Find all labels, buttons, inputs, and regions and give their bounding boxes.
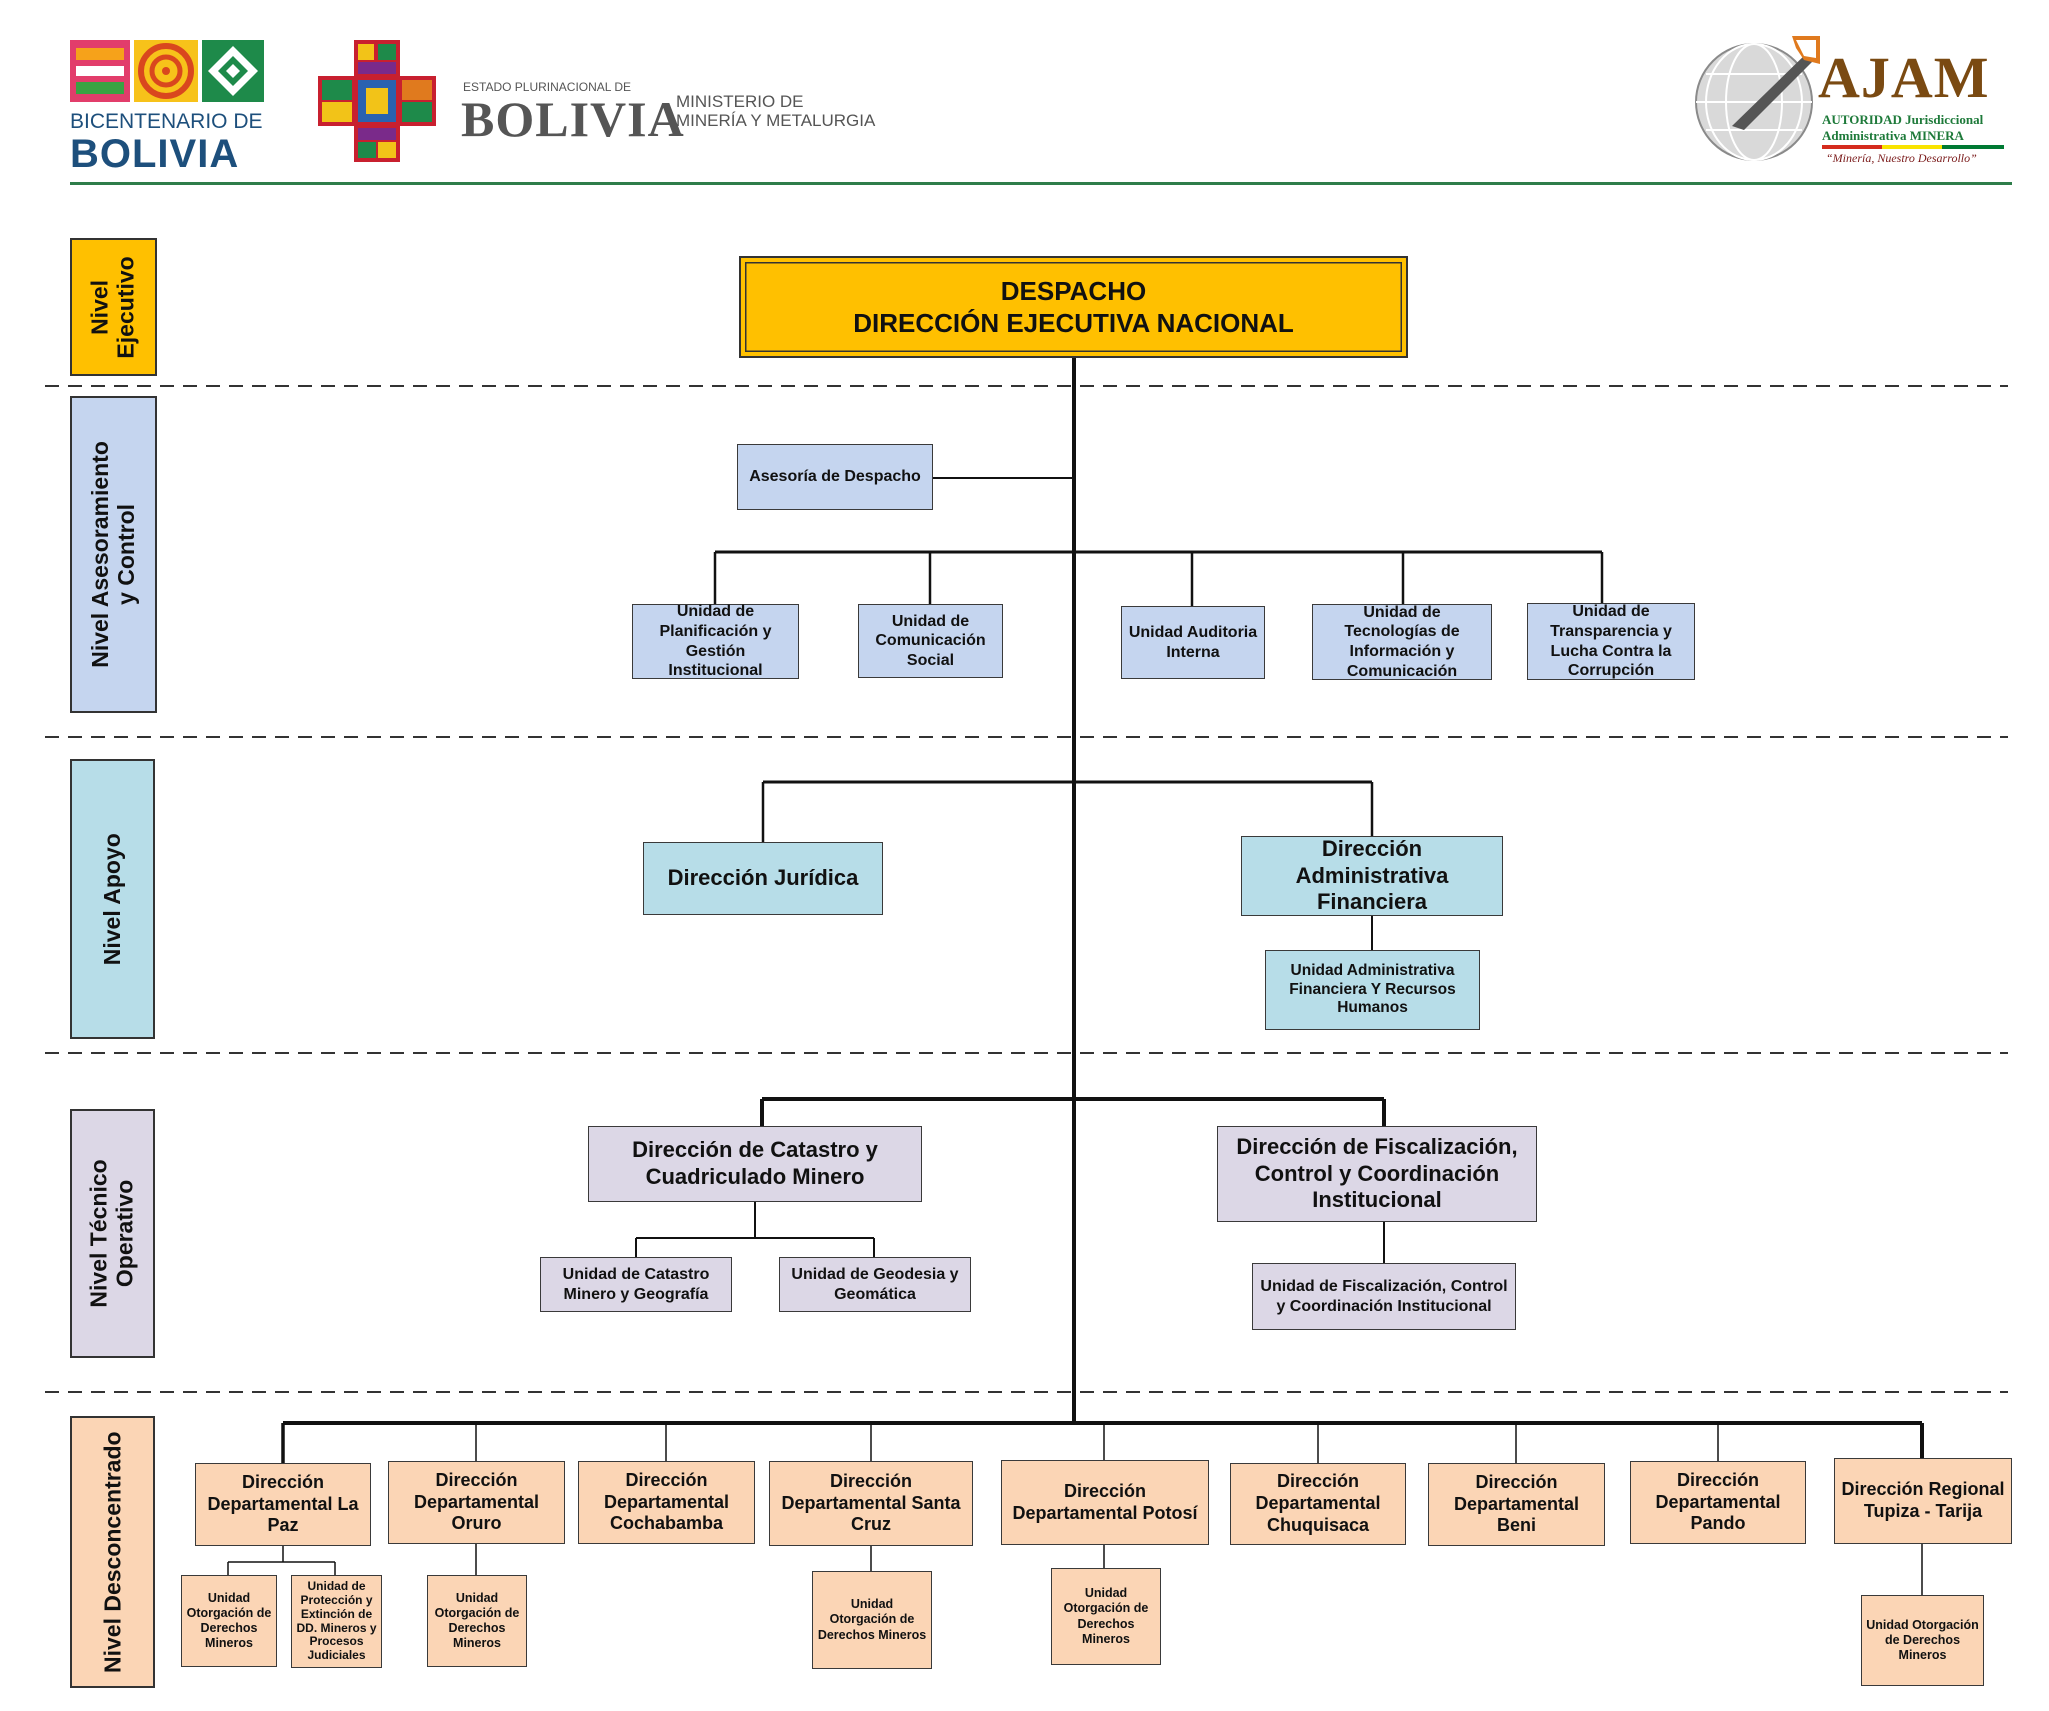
level-label-tecnico: Nivel Técnico Operativo	[70, 1109, 155, 1358]
direccion-beni-box: Dirección Departamental Beni	[1428, 1463, 1605, 1546]
direccion-potosi-box: Dirección Departamental Potosí	[1001, 1460, 1209, 1545]
direccion-lapaz-box: Dirección Departamental La Paz	[195, 1463, 371, 1546]
unidad-comunicacion-box: Unidad de Comunicación Social	[858, 604, 1003, 678]
unidad-planificacion-box: Unidad de Planificación y Gestión Instit…	[632, 603, 799, 679]
ajam-sub1: AUTORIDAD Jurisdiccional	[1822, 112, 1984, 127]
ajam-logo: AJAM AUTORIDAD Jurisdiccional Administra…	[1692, 30, 2012, 170]
direccion-tupiza-box: Dirección Regional Tupiza - Tarija	[1834, 1458, 2012, 1544]
unidad-geodesia-box: Unidad de Geodesia y Geomática	[779, 1257, 971, 1312]
direccion-pando-box: Dirección Departamental Pando	[1630, 1461, 1806, 1544]
direccion-administrativa-box: Dirección Administrativa Financiera	[1241, 836, 1503, 916]
unidad-lapaz-proteccion-box: Unidad de Protección y Extinción de DD. …	[291, 1575, 382, 1668]
unidad-tupiza-otorgacion-box: Unidad Otorgación de Derechos Mineros	[1861, 1595, 1984, 1686]
estado-plurinacional-logo: ESTADO PLURINACIONAL DE BOLIVIA	[318, 40, 684, 165]
chakana-emblem-icon	[318, 40, 436, 162]
direccion-fiscalizacion-box: Dirección de Fiscalización, Control y Co…	[1217, 1126, 1537, 1222]
direccion-chuquisaca-box: Dirección Departamental Chuquisaca	[1230, 1463, 1406, 1545]
level-label-apoyo: Nivel Apoyo	[70, 759, 155, 1039]
ministerio-line1: MINISTERIO DE	[676, 92, 804, 111]
unidad-potosi-otorgacion-box: Unidad Otorgación de Derechos Mineros	[1051, 1568, 1161, 1665]
unidad-administrativa-box: Unidad Administrativa Financiera Y Recur…	[1265, 950, 1480, 1030]
unidad-tecnologias-box: Unidad de Tecnologías de Información y C…	[1312, 604, 1492, 680]
ajam-flag-stripe	[1822, 145, 2004, 149]
estado-small-text: ESTADO PLURINACIONAL DE	[463, 80, 632, 94]
bicentenario-emblem-icon	[70, 40, 264, 102]
ajam-title: AJAM	[1818, 45, 1990, 110]
estado-big-text: BOLIVIA	[461, 91, 685, 147]
asesoria-despacho-box: Asesoría de Despacho	[737, 444, 933, 510]
level-separators	[45, 385, 2008, 1393]
ajam-slogan: “Minería, Nuestro Desarrollo”	[1826, 151, 1977, 165]
despacho-line2: DIRECCIÓN EJECUTIVA NACIONAL	[853, 308, 1294, 338]
unidad-oruro-otorgacion-box: Unidad Otorgación de Derechos Mineros	[427, 1575, 527, 1667]
unidad-santacruz-otorgacion-box: Unidad Otorgación de Derechos Mineros	[812, 1571, 932, 1669]
ajam-sub2: Administrativa MINERA	[1822, 128, 1964, 143]
level-label-asesoramiento: Nivel Asesoramiento y Control	[70, 396, 157, 713]
level-label-ejecutivo: Nivel Ejecutivo	[70, 238, 157, 376]
connector-lines	[227, 353, 1924, 1595]
direccion-oruro-box: Dirección Departamental Oruro	[388, 1461, 565, 1544]
despacho-box: DESPACHO DIRECCIÓN EJECUTIVA NACIONAL	[739, 256, 1408, 358]
bicentenario-logo: BICENTENARIO DE BOLIVIA	[70, 40, 270, 176]
header-rule	[70, 182, 2012, 185]
level-label-desconcentrado: Nivel Desconcentrado	[70, 1416, 155, 1688]
globe-emblem-icon	[1695, 36, 1820, 161]
direccion-juridica-box: Dirección Jurídica	[643, 842, 883, 915]
bicentenario-line1: BICENTENARIO DE	[70, 110, 263, 133]
ministerio-line2: MINERÍA Y METALURGIA	[676, 111, 876, 130]
unidad-transparencia-box: Unidad de Transparencia y Lucha Contra l…	[1527, 603, 1695, 680]
unidad-fiscalizacion-box: Unidad de Fiscalización, Control y Coord…	[1252, 1263, 1516, 1330]
direccion-cochabamba-box: Dirección Departamental Cochabamba	[578, 1461, 755, 1544]
direccion-santacruz-box: Dirección Departamental Santa Cruz	[769, 1461, 973, 1546]
direccion-catastro-box: Dirección de Catastro y Cuadriculado Min…	[588, 1126, 922, 1202]
unidad-catastro-box: Unidad de Catastro Minero y Geografía	[540, 1257, 732, 1312]
despacho-line1: DESPACHO	[1000, 275, 1147, 306]
unidad-auditoria-box: Unidad Auditoria Interna	[1121, 606, 1265, 679]
unidad-lapaz-otorgacion-box: Unidad Otorgación de Derechos Mineros	[181, 1575, 277, 1667]
bicentenario-line2: BOLIVIA	[70, 132, 240, 176]
